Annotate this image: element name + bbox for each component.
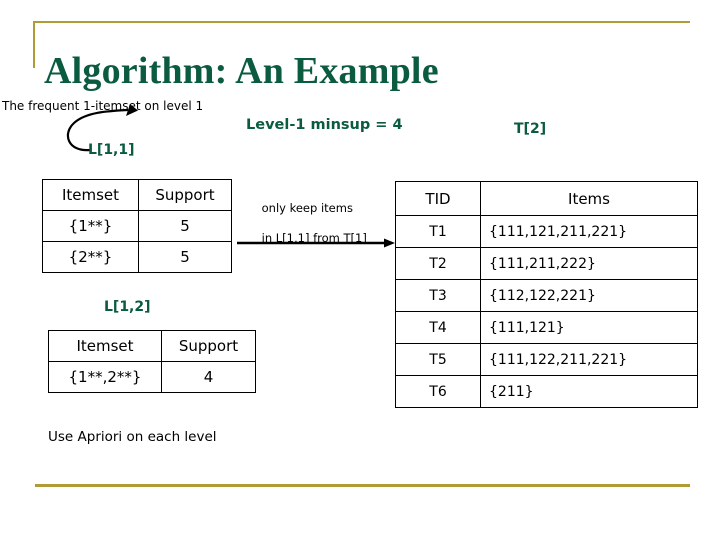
table-row: {1**,2**} 4 [48, 361, 256, 393]
keep-items-note-line1: only keep items [261, 201, 353, 215]
column-header-items: Items [480, 181, 698, 216]
column-header-itemset: Itemset [42, 179, 139, 211]
cell-itemset: {1**} [42, 210, 139, 242]
footer-rule-decoration [35, 484, 690, 487]
table-l12: Itemset Support {1**,2**} 4 [48, 330, 256, 393]
page-title: Algorithm: An Example [44, 50, 439, 93]
horizontal-arrow-to-t2-table [237, 238, 395, 248]
table-row: T5 {111,122,211,221} [395, 343, 698, 376]
cell-support: 5 [138, 241, 232, 273]
table-row: T4 {111,121} [395, 311, 698, 344]
cell-items: {112,122,221} [480, 279, 698, 312]
cell-tid: T6 [395, 375, 481, 408]
curved-arrow-to-annotation [66, 104, 138, 152]
table-row: T1 {111,121,211,221} [395, 215, 698, 248]
table-header-row: Itemset Support [42, 179, 232, 211]
keep-items-note: only keep items in L[1,1] from T[1] [247, 186, 367, 261]
cell-items: {111,121,211,221} [480, 215, 698, 248]
keep-items-note-line2: in L[1,1] from T[1] [261, 231, 367, 245]
cell-itemset: {2**} [42, 241, 139, 273]
cell-tid: T4 [395, 311, 481, 344]
cell-items: {111,121} [480, 311, 698, 344]
footer-note: Use Apriori on each level [48, 429, 217, 445]
table-header-row: Itemset Support [48, 330, 256, 362]
cell-support: 5 [138, 210, 232, 242]
label-level1-minsup: Level-1 minsup = 4 [246, 117, 403, 133]
cell-items: {111,211,222} [480, 247, 698, 280]
cell-itemset: {1**,2**} [48, 361, 162, 393]
table-row: {1**} 5 [42, 210, 232, 242]
column-header-itemset: Itemset [48, 330, 162, 362]
cell-tid: T2 [395, 247, 481, 280]
table-l11: Itemset Support {1**} 5 {2**} 5 [42, 179, 232, 273]
label-t2: T[2] [514, 121, 547, 137]
label-l12: L[1,2] [104, 299, 151, 315]
cell-tid: T5 [395, 343, 481, 376]
cell-items: {211} [480, 375, 698, 408]
title-rule-top-decoration [33, 21, 690, 23]
table-header-row: TID Items [395, 181, 698, 216]
cell-tid: T3 [395, 279, 481, 312]
column-header-support: Support [138, 179, 232, 211]
cell-support: 4 [161, 361, 256, 393]
title-rule-left-decoration [33, 21, 35, 68]
cell-items: {111,122,211,221} [480, 343, 698, 376]
label-l11: L[1,1] [88, 142, 135, 158]
column-header-tid: TID [395, 181, 481, 216]
cell-tid: T1 [395, 215, 481, 248]
table-row: T2 {111,211,222} [395, 247, 698, 280]
top-annotation-text: The frequent 1-itemset on level 1 [2, 99, 204, 113]
table-row: T6 {211} [395, 375, 698, 408]
table-row: {2**} 5 [42, 241, 232, 273]
column-header-support: Support [161, 330, 256, 362]
table-row: T3 {112,122,221} [395, 279, 698, 312]
table-t2: TID Items T1 {111,121,211,221} T2 {111,2… [395, 181, 698, 408]
